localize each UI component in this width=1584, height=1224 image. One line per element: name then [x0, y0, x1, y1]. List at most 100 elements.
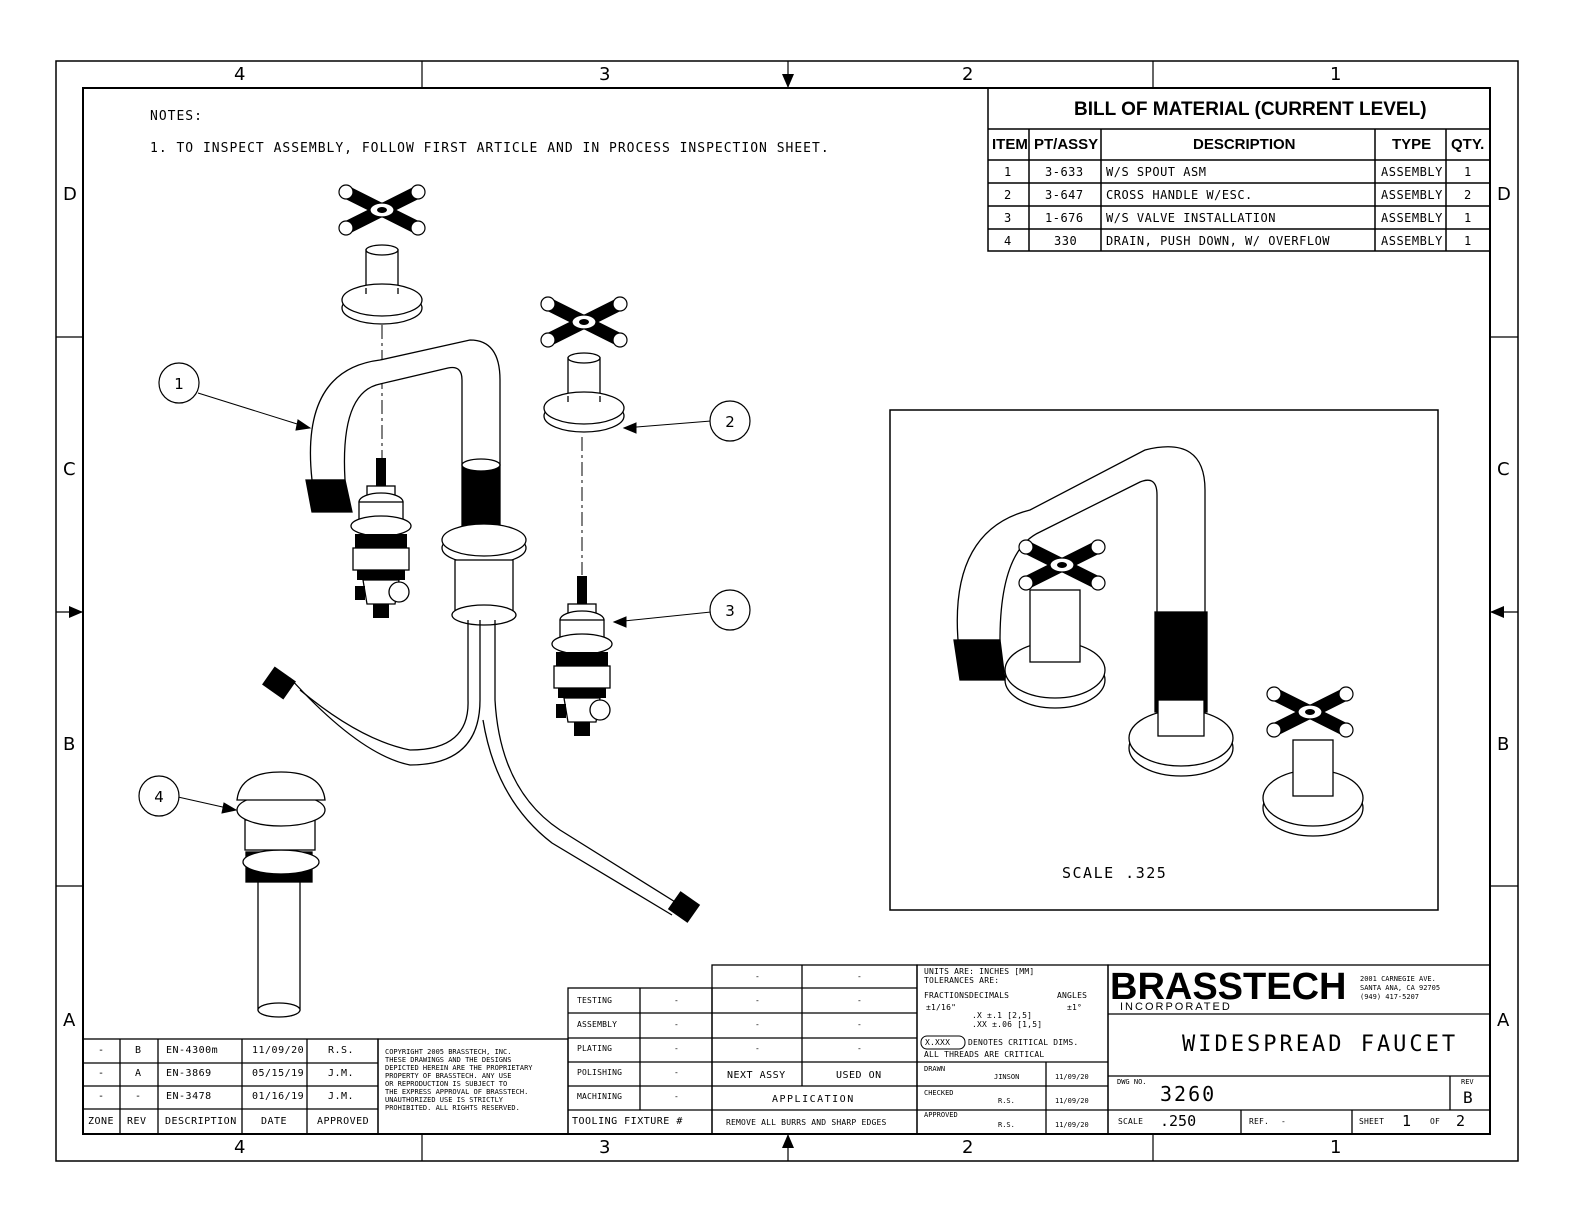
- copyright-notice: COPYRIGHT 2005 BRASSTECH, INC. THESE DRA…: [385, 1048, 533, 1112]
- threads-note: ALL THREADS ARE CRITICAL: [924, 1050, 1045, 1059]
- process-value: -: [674, 1068, 680, 1077]
- process-assembly: ASSEMBLY: [577, 1020, 618, 1029]
- company-logo: BRASSTECH: [1110, 966, 1347, 1008]
- rev-label: REV: [1461, 1078, 1474, 1086]
- inset-scale-label: SCALE .325: [1062, 864, 1168, 882]
- signoff-approved-name: R.S.: [998, 1121, 1015, 1129]
- bom-cell: ASSEMBLY: [1381, 211, 1443, 225]
- bom-cell: 1: [1464, 234, 1472, 248]
- next-assy-label: NEXT ASSY: [727, 1070, 786, 1081]
- bom-cell: 1: [1004, 165, 1012, 179]
- zone-left-b: B: [63, 734, 76, 755]
- of-value: 2: [1456, 1112, 1466, 1130]
- app-cell: -: [857, 1020, 863, 1029]
- balloon-2: 2: [725, 413, 735, 431]
- zone-left-c: C: [63, 459, 76, 480]
- signoff-checked-label: CHECKED: [924, 1089, 954, 1097]
- tol-fraction-value: ±1/16": [926, 1003, 957, 1012]
- bom-cell: ASSEMBLY: [1381, 234, 1443, 248]
- rev-cell: EN-3869: [166, 1068, 212, 1079]
- rev-cell: EN-4300m: [166, 1045, 219, 1056]
- dwg-number: 3260: [1160, 1082, 1217, 1106]
- bom-cell: CROSS HANDLE W/ESC.: [1106, 188, 1253, 202]
- zone-top-2: 2: [962, 64, 974, 85]
- bom-cell: ASSEMBLY: [1381, 165, 1443, 179]
- tol-units: UNITS ARE: INCHES [MM]: [924, 967, 1035, 976]
- zone-left-d: D: [63, 184, 77, 205]
- rev-cell: -: [135, 1091, 142, 1102]
- zone-bottom-4: 4: [234, 1137, 246, 1158]
- process-value: -: [674, 996, 680, 1005]
- app-cell: -: [857, 996, 863, 1005]
- drawing-title: WIDESPREAD FAUCET: [1182, 1032, 1459, 1057]
- bom-cell: 2: [1464, 188, 1472, 202]
- tol-angle-value: ±1°: [1067, 1003, 1083, 1012]
- rev-header-date: DATE: [261, 1116, 288, 1127]
- app-cell: -: [857, 972, 863, 981]
- bom-header-type: TYPE: [1392, 136, 1432, 153]
- rev-header-description: DESCRIPTION: [165, 1116, 237, 1127]
- dwg-no-label: DWG NO.: [1117, 1078, 1147, 1086]
- bom-cell: 3-647: [1045, 188, 1084, 202]
- rev-value: B: [1463, 1088, 1473, 1107]
- company-phone: (949) 417-5207: [1360, 993, 1420, 1001]
- note-item-1: 1. TO INSPECT ASSEMBLY, FOLLOW FIRST ART…: [150, 141, 830, 156]
- zone-top-1: 1: [1330, 64, 1342, 85]
- rev-cell: -: [98, 1068, 105, 1079]
- signoff-drawn-label: DRAWN: [924, 1065, 946, 1073]
- tol-fractions: FRACTIONS: [924, 991, 970, 1000]
- rev-cell: 05/15/19: [252, 1068, 305, 1079]
- zone-right-a: A: [1497, 1010, 1510, 1031]
- bom-cell: 3-633: [1045, 165, 1084, 179]
- zone-bottom-2: 2: [962, 1137, 974, 1158]
- rev-cell: B: [135, 1045, 142, 1056]
- bom-title: BILL OF MATERIAL (CURRENT LEVEL): [1074, 99, 1427, 120]
- balloon-3: 3: [725, 602, 735, 620]
- rev-cell: J.M.: [328, 1091, 355, 1102]
- balloon-4: 4: [154, 788, 164, 806]
- bom-cell: 1: [1464, 211, 1472, 225]
- app-cell: -: [755, 996, 761, 1005]
- used-on-label: USED ON: [836, 1070, 882, 1081]
- signoff-drawn-date: 11/09/20: [1055, 1073, 1089, 1081]
- tooling-fixture-label: TOOLING FIXTURE #: [572, 1116, 683, 1127]
- bom-cell: W/S SPOUT ASM: [1106, 165, 1207, 179]
- notes-heading: NOTES:: [150, 109, 203, 124]
- process-value: -: [674, 1044, 680, 1053]
- zone-right-b: B: [1497, 734, 1510, 755]
- rev-cell: EN-3478: [166, 1091, 212, 1102]
- bom-cell: 330: [1054, 234, 1078, 248]
- zone-bottom-1: 1: [1330, 1137, 1342, 1158]
- rev-cell: -: [98, 1045, 105, 1056]
- bom-header-qty: QTY.: [1451, 136, 1485, 153]
- sheet-label: SHEET: [1359, 1117, 1385, 1126]
- ref-value: -: [1281, 1117, 1287, 1126]
- bom-header-item: ITEM: [992, 136, 1028, 153]
- burrs-note: REMOVE ALL BURRS AND SHARP EDGES: [726, 1118, 887, 1127]
- app-cell: -: [755, 972, 761, 981]
- rev-cell: 01/16/19: [252, 1091, 305, 1102]
- signoff-checked-name: R.S.: [998, 1097, 1015, 1105]
- rev-header-zone: ZONE: [88, 1116, 115, 1127]
- ref-label: REF.: [1249, 1117, 1270, 1126]
- app-cell: -: [857, 1044, 863, 1053]
- bom-cell: 2: [1004, 188, 1012, 202]
- critical-text: DENOTES CRITICAL DIMS.: [968, 1038, 1079, 1047]
- rev-cell: -: [98, 1091, 105, 1102]
- zone-right-d: D: [1497, 184, 1511, 205]
- bom-cell: W/S VALVE INSTALLATION: [1106, 211, 1276, 225]
- bom-header-ptassy: PT/ASSY: [1034, 136, 1099, 153]
- bom-cell: 4: [1004, 234, 1012, 248]
- tol-label: TOLERANCES ARE:: [924, 976, 1000, 985]
- signoff-checked-date: 11/09/20: [1055, 1097, 1089, 1105]
- scale-value: .250: [1160, 1112, 1197, 1130]
- process-testing: TESTING: [577, 996, 613, 1005]
- critical-box: X.XXX: [925, 1038, 951, 1047]
- bom-header-description: DESCRIPTION: [1193, 136, 1296, 153]
- rev-cell: A: [135, 1068, 142, 1079]
- process-value: -: [674, 1092, 680, 1101]
- rev-header-rev: REV: [127, 1116, 147, 1127]
- process-machining: MACHINING: [577, 1092, 623, 1101]
